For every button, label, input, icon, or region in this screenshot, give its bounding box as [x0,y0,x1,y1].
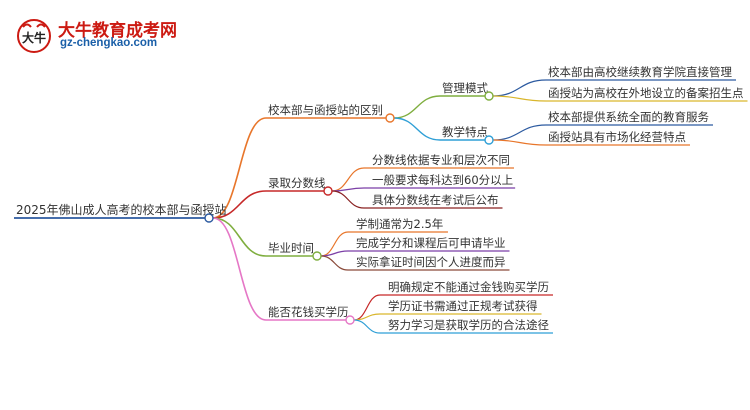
leaf-edge [331,190,365,209]
leaf-topic: 函授站具有市场化经营特点 [548,130,686,144]
branch-edge [212,217,267,321]
subbranch-collapse-toggle[interactable] [484,91,494,101]
subbranch-edge [393,117,441,141]
subbranch-topic: 管理模式 [442,81,488,95]
branch-topic: 毕业时间 [268,241,314,255]
logo-url: gz-chengkao.com [60,37,158,49]
leaf-edge [320,250,349,257]
leaf-edge [492,124,547,141]
branch-topic: 录取分数线 [268,176,326,190]
leaf-topic: 分数线依据专业和层次不同 [372,153,510,167]
subbranch-collapse-toggle[interactable] [484,135,494,145]
leaf-edge [331,187,365,192]
branch-collapse-toggle[interactable] [323,186,333,196]
leaf-topic: 完成学分和课程后可申请毕业 [356,236,506,250]
mind-map-nodes: 2025年佛山成人高考的校本部与函授站 校本部与函授站的区别 管理模式 校本部由高校继… [16,65,744,332]
mind-map-edges [14,79,748,334]
leaf-edge [492,139,547,146]
leaf-topic: 努力学习是获取学历的合法途径 [388,318,549,332]
leaf-topic: 函授站为高校在外地设立的备案招生点 [548,86,744,100]
leaf-topic: 学制通常为2.5年 [356,217,443,231]
leaf-topic: 学历证书需通过正规考试获得 [388,299,538,313]
leaf-topic: 明确规定不能通过金钱购买学历 [388,280,549,294]
logo-mark-text: 大牛 [22,30,46,45]
leaf-edge [320,255,349,271]
logo-title: 大牛教育成考网 [58,21,177,40]
leaf-topic: 校本部由高校继续教育学院直接管理 [548,65,732,79]
leaf-edge [492,95,547,102]
branch-edge [212,117,267,219]
branch-edge [212,190,267,219]
leaf-edge [353,294,381,321]
leaf-topic: 实际拿证时间因个人进度而异 [356,255,506,269]
leaf-topic: 校本部提供系统全面的教育服务 [548,110,709,124]
branch-topic: 校本部与函授站的区别 [268,103,383,117]
leaf-edge [492,79,547,97]
branch-topic: 能否花钱买学历 [268,305,349,319]
branch-edge [212,217,267,257]
subbranch-edge [393,95,441,119]
root-topic: 2025年佛山成人高考的校本部与函授站 [16,202,227,217]
leaf-edge [353,319,381,334]
branch-collapse-toggle[interactable] [312,251,322,261]
leaf-topic: 一般要求每科达到60分以上 [372,173,513,187]
leaf-topic: 具体分数线在考试后公布 [372,193,499,207]
branch-collapse-toggle[interactable] [385,113,395,123]
branch-collapse-toggle[interactable] [345,315,355,325]
subbranch-topic: 教学特点 [442,125,488,139]
site-logo[interactable]: 大牛 大牛教育成考网 gz-chengkao.com [14,14,177,56]
leaf-edge [320,231,349,257]
root-collapse-toggle[interactable] [204,213,214,223]
bull-logo-icon: 大牛 [17,19,51,53]
